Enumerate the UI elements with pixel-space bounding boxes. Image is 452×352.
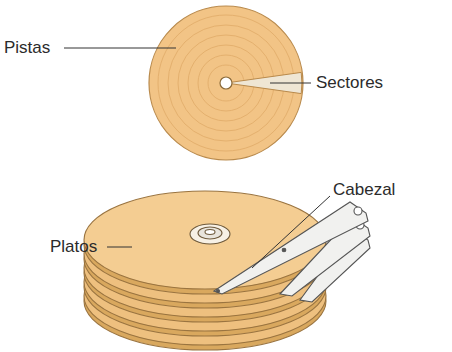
part-label: Cabezal [333, 180, 395, 200]
platter-stack [84, 191, 326, 350]
part-label: Sectores [316, 73, 383, 93]
part-label: Pistas [4, 38, 50, 58]
part-label: Platos [50, 237, 97, 257]
leader-lines [64, 48, 330, 268]
head-arms [214, 202, 370, 302]
